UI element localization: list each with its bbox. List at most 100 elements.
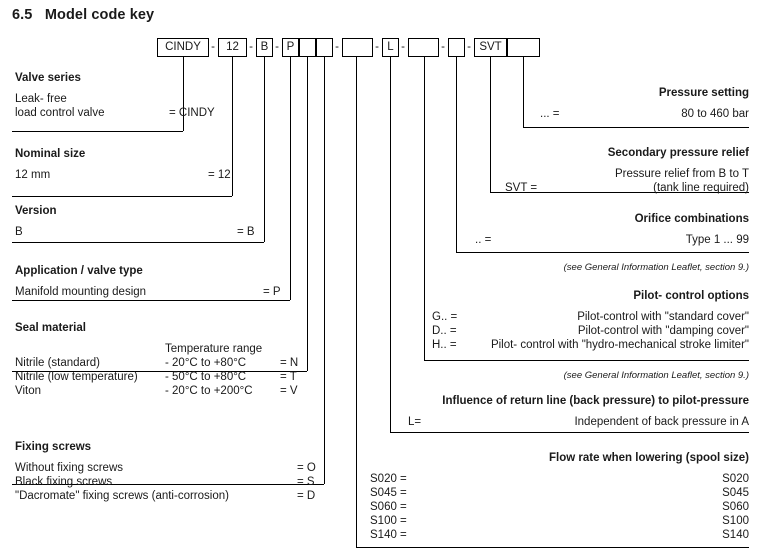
spec-code: S100 = — [370, 515, 407, 527]
code-box-10[interactable]: SVT — [474, 38, 507, 57]
section-title: Pressure setting — [658, 87, 749, 99]
spec-row: ... = 80 to 460 bar — [0, 108, 749, 122]
spec-code: G.. = — [432, 311, 458, 323]
spec-label: Manifold mounting design — [15, 286, 147, 298]
section-title: Version — [15, 205, 57, 217]
spec-row: Pressure relief from B to T — [0, 168, 749, 182]
spec-description: S140 — [722, 529, 749, 541]
spec-label: load control valve — [15, 107, 105, 119]
code-box-7[interactable]: L — [382, 38, 399, 57]
spec-code: = V — [280, 385, 298, 397]
spec-code: SVT = — [505, 182, 538, 194]
spec-code: = 12 — [208, 169, 231, 181]
spec-row: Manifold mounting design = P — [15, 286, 281, 300]
spec-row: S020 = S020 — [0, 473, 749, 487]
section-title: Secondary pressure relief — [607, 147, 749, 159]
spec-row: Black fixing screws= S — [15, 476, 315, 490]
spec-label: 12 mm — [15, 169, 51, 181]
spec-row: S140 = S140 — [0, 529, 749, 543]
spec-code: H.. = — [432, 339, 457, 351]
spec-label: Without fixing screws — [15, 462, 124, 474]
spec-label: B — [15, 226, 23, 238]
code-box-6[interactable] — [342, 38, 373, 57]
code-separator-6: - — [441, 41, 445, 53]
spec-description: (tank line required) — [653, 182, 749, 194]
code-box-9[interactable] — [448, 38, 465, 57]
spec-description: Independent of back pressure in A — [574, 416, 749, 428]
spec-description: S100 — [722, 515, 749, 527]
spec-row: D.. = Pilot-control with "damping cover" — [0, 325, 749, 339]
code-box-1[interactable]: 12 — [218, 38, 247, 57]
spec-row: L= Independent of back pressure in A — [0, 416, 749, 430]
spec-code: = D — [297, 490, 316, 502]
spec-row: load control valve = CINDY — [15, 107, 215, 121]
temperature-range-header: Temperature range — [165, 343, 263, 355]
code-box-8[interactable] — [408, 38, 439, 57]
page-title: 6.5 Model code key — [12, 7, 155, 23]
code-box-3[interactable]: P — [282, 38, 299, 57]
spec-row: H.. = Pilot- control with "hydro-mechanic… — [0, 339, 749, 353]
section-title: Influence of return line (back pressure)… — [442, 395, 749, 407]
spec-description: 80 to 460 bar — [681, 108, 749, 120]
section-title: Valve series — [15, 72, 81, 84]
spec-description: Pilot-control with "damping cover" — [577, 325, 749, 337]
spec-description: Pilot- control with "hydro-mechanical st… — [490, 339, 749, 351]
spec-row: 12 mm = 12 — [15, 169, 231, 183]
spec-code: D.. = — [432, 325, 457, 337]
spec-row: SVT = (tank line required) — [0, 182, 749, 196]
spec-row: "Dacromate" fixing screws (anti-corrosio… — [15, 490, 315, 504]
code-separator-2: - — [275, 41, 279, 53]
code-box-11[interactable] — [507, 38, 540, 57]
spec-row: S045 =S045 — [0, 487, 749, 501]
code-separator-3: - — [335, 41, 339, 53]
section-title: Seal material — [15, 322, 86, 334]
spec-row: Nitrile (standard)- 20°C to +80°C= N — [15, 357, 298, 371]
section-footnote: (see General Information Leaflet, sectio… — [563, 370, 749, 381]
spec-label: Nitrile (low temperature) — [15, 371, 138, 383]
code-box-5[interactable] — [316, 38, 333, 57]
spec-row: Without fixing screws= O — [15, 462, 316, 476]
code-box-4[interactable] — [299, 38, 316, 57]
spec-row: Nitrile (low temperature) - 50°C to +80°C… — [15, 371, 297, 385]
section-title: Pilot- control options — [633, 290, 749, 302]
spec-row: G.. =Pilot-control with "standard cover" — [0, 311, 749, 325]
spec-description: S020 — [722, 473, 749, 485]
spec-code: S020 = — [370, 473, 407, 485]
code-separator-1: - — [249, 41, 253, 53]
code-box-2[interactable]: B — [256, 38, 273, 57]
spec-code: = T — [280, 371, 297, 383]
section-title: Fixing screws — [15, 441, 92, 453]
spec-code: .. = — [475, 234, 492, 246]
code-separator-4: - — [375, 41, 379, 53]
spec-range: - 20°C to +200°C — [165, 385, 253, 397]
spec-row: .. =Type 1 ... 99 — [0, 234, 749, 248]
spec-label: "Dacromate" fixing screws (anti-corrosio… — [15, 490, 229, 502]
code-box-0[interactable]: CINDY — [157, 38, 209, 57]
code-separator-7: - — [467, 41, 471, 53]
spec-code: = P — [263, 286, 281, 298]
spec-code: = B — [237, 226, 255, 238]
spec-range: - 50°C to +80°C — [165, 371, 247, 383]
section-footnote: (see General Information Leaflet, sectio… — [563, 262, 749, 273]
spec-label: Leak- free — [15, 93, 67, 105]
spec-code: S140 = — [370, 529, 407, 541]
section-title: Orifice combinations — [634, 213, 749, 225]
spec-code: L= — [408, 416, 422, 428]
spec-code: S060 = — [370, 501, 407, 513]
code-separator-0: - — [211, 41, 215, 53]
code-separator-5: - — [401, 41, 405, 53]
spec-code: = S — [297, 476, 315, 488]
section-title: Flow rate when lowering (spool size) — [549, 452, 749, 464]
spec-description: Pressure relief from B to T — [615, 168, 749, 180]
spec-code: = CINDY — [169, 107, 215, 119]
spec-code: ... = — [540, 108, 560, 120]
spec-code: S045 = — [370, 487, 407, 499]
section-title: Application / valve type — [15, 265, 143, 277]
